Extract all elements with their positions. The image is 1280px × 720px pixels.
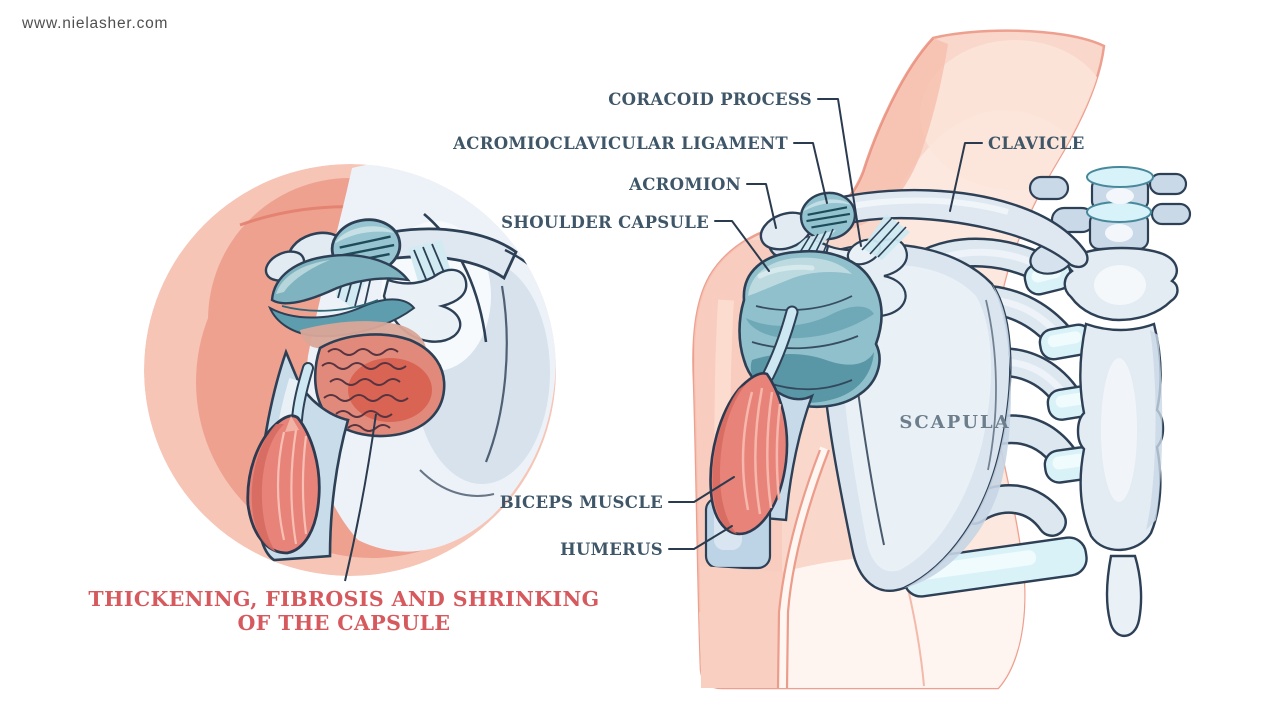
label-shoulder-capsule: SHOULDER CAPSULE [501, 213, 709, 232]
inset-biceps-muscle [246, 414, 321, 555]
vertebrae [1028, 166, 1192, 251]
inset-wrinkle-lines [321, 348, 409, 432]
labels: CORACOID PROCESS ACROMIOCLAVICULAR LIGAM… [452, 90, 1084, 559]
leader-line-shoulder-capsule [714, 220, 770, 272]
label-coracoid-process: CORACOID PROCESS [608, 90, 812, 109]
inset-circle [144, 164, 556, 582]
biceps-muscle-shape [709, 372, 789, 536]
vertebral-disc [1086, 166, 1154, 188]
leader-line-biceps [668, 476, 735, 503]
label-scapula: SCAPULA [899, 412, 1010, 433]
clavicle-bone [836, 188, 1089, 275]
leader-lines [668, 98, 983, 550]
leader-line-humerus [668, 525, 733, 550]
main-diagram [692, 29, 1192, 690]
vertebral-disc [1086, 201, 1152, 223]
label-acromion: ACROMION [628, 175, 741, 194]
scapula-bone [767, 228, 1012, 592]
leader-line-coracoid [817, 98, 862, 247]
leader-line-inset-caption [344, 413, 377, 582]
inset-caption: THICKENING, FIBROSIS AND SHRINKING OF TH… [88, 587, 599, 635]
leader-line-ac-ligament [793, 142, 828, 204]
caption-line1: THICKENING, FIBROSIS AND SHRINKING [88, 587, 599, 611]
label-biceps-muscle: BICEPS MUSCLE [500, 493, 663, 512]
label-clavicle: CLAVICLE [988, 134, 1085, 153]
biceps-tendon [763, 307, 797, 381]
caption-line2: OF THE CAPSULE [238, 611, 451, 635]
leader-line-acromion [746, 183, 777, 229]
ac-joint-bump [799, 191, 857, 241]
leader-line-clavicle [949, 142, 983, 212]
lower-arm-skin [700, 566, 786, 688]
label-acromioclavicular-ligament: ACROMIOCLAVICULAR LIGAMENT [452, 134, 788, 153]
label-humerus: HUMERUS [560, 540, 663, 559]
watermark-text: www.nielasher.com [21, 15, 168, 32]
arm-separation [776, 446, 831, 689]
sternum [1063, 246, 1179, 638]
